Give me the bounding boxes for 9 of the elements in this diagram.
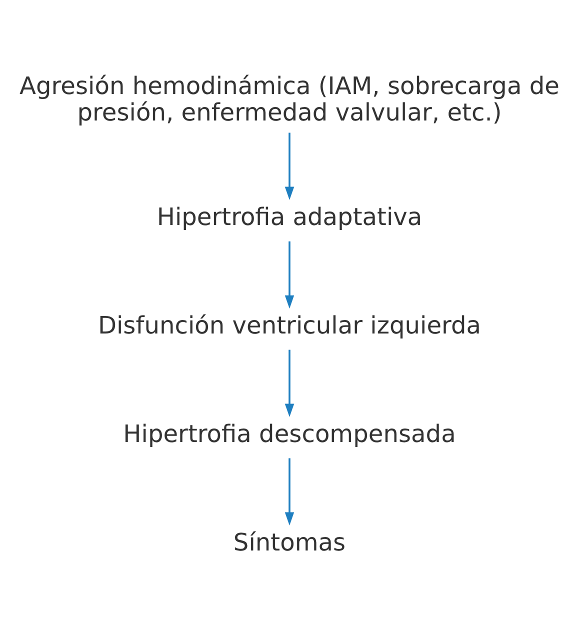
node-text: Disfunción ventricular izquierda [98,311,482,340]
node-text: Hipertrofia descompensada [123,420,456,448]
arrow [284,458,294,525]
arrow [284,240,294,308]
node-text: Hipertrofia adaptativa [156,202,422,231]
node-text: Síntomas [233,528,346,556]
arrow [284,349,294,417]
arrow [284,132,294,200]
node-text: Agresión hemodinámica (IAM, sobrecarga de presión, enfermedad valvular, etc.) [20,71,560,126]
